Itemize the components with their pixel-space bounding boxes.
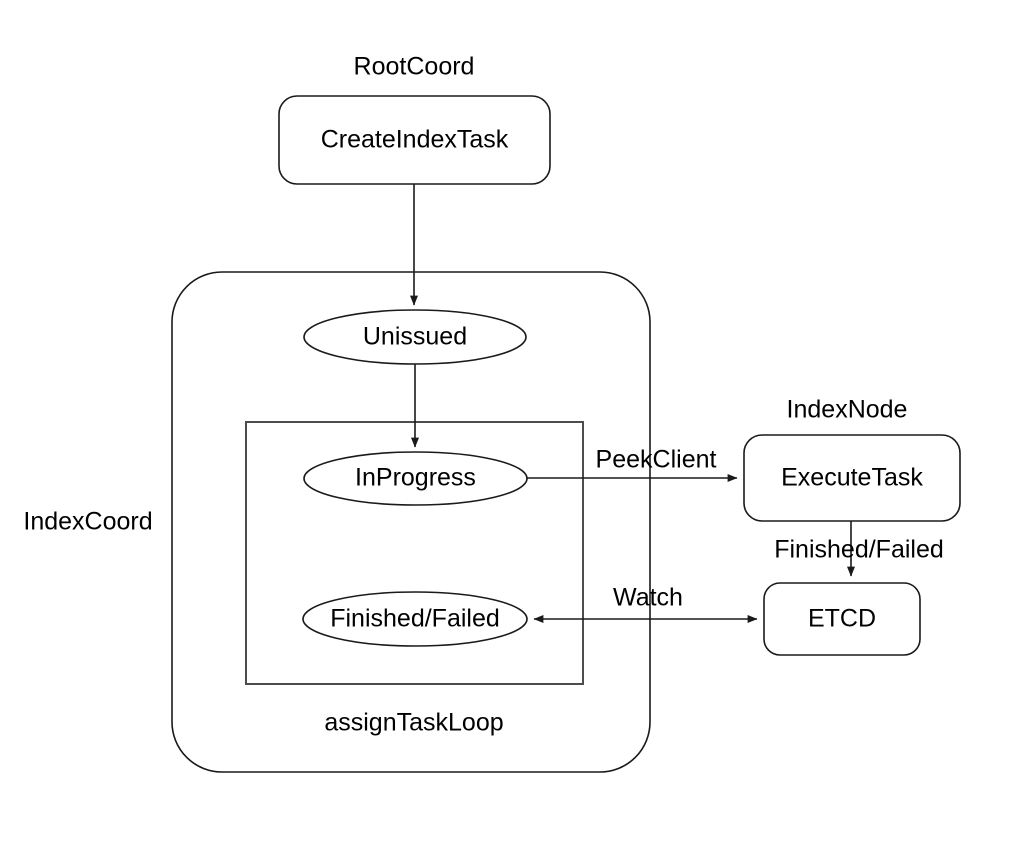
in-progress-ellipse[interactable] xyxy=(303,451,528,506)
edge-label-finished-failed: Finished/Failed xyxy=(774,536,944,564)
node-execute-task[interactable]: ExecuteTask xyxy=(743,434,961,522)
group-label-index-coord: IndexCoord xyxy=(23,508,152,536)
node-create-index-task[interactable]: CreateIndexTask xyxy=(278,95,551,185)
in-progress-label: InProgress xyxy=(355,464,476,492)
etcd-label: ETCD xyxy=(808,605,876,633)
execute-task-label: ExecuteTask xyxy=(781,464,923,492)
finished-failed-label: Finished/Failed xyxy=(330,605,500,633)
node-unissued[interactable]: Unissued xyxy=(303,309,527,365)
group-container-index-coord xyxy=(171,271,651,773)
group-label-assign-task-loop: assignTaskLoop xyxy=(324,709,503,737)
group-label-index-node: IndexNode xyxy=(787,396,908,424)
node-finished-failed-state[interactable]: Finished/Failed xyxy=(302,591,528,647)
unissued-label: Unissued xyxy=(363,323,467,351)
execute-task-box[interactable] xyxy=(743,434,961,522)
group-label-root-coord: RootCoord xyxy=(354,53,475,81)
node-in-progress[interactable]: InProgress xyxy=(303,451,528,506)
unissued-ellipse[interactable] xyxy=(303,309,527,365)
edge-label-peek-client: PeekClient xyxy=(596,446,717,474)
finished-failed-ellipse[interactable] xyxy=(302,591,528,647)
create-index-task-box[interactable] xyxy=(278,95,551,185)
create-index-task-label: CreateIndexTask xyxy=(321,126,509,154)
edge-label-watch: Watch xyxy=(613,584,683,612)
node-etcd[interactable]: ETCD xyxy=(763,582,921,656)
etcd-box[interactable] xyxy=(763,582,921,656)
